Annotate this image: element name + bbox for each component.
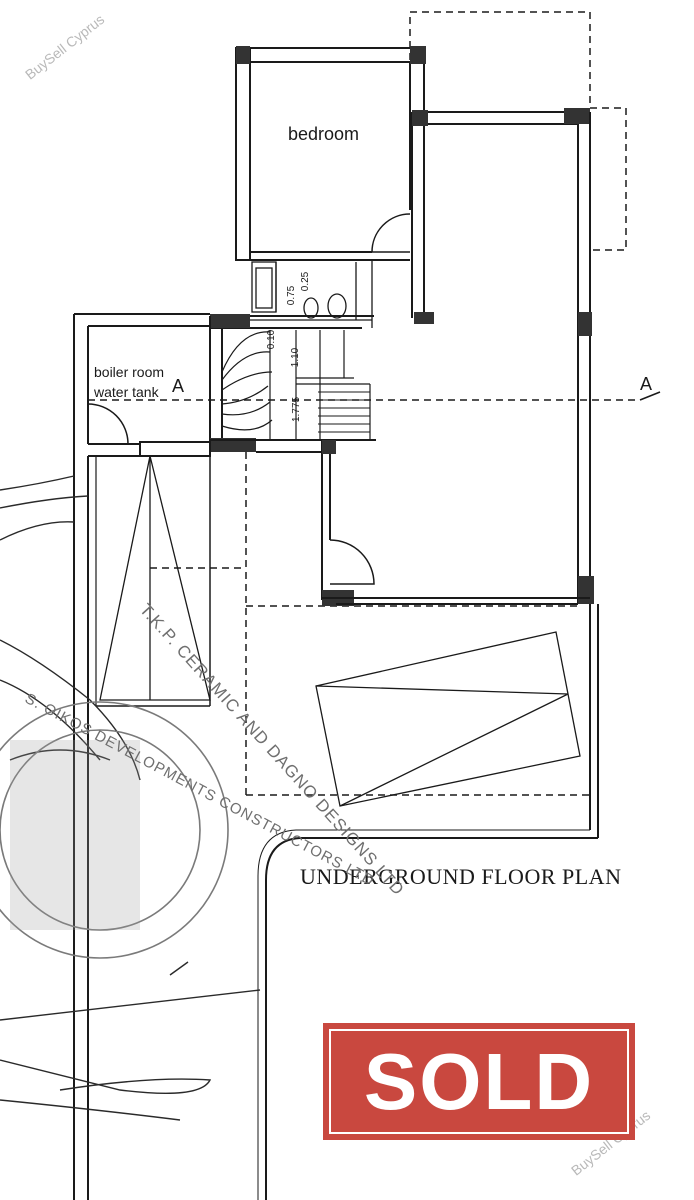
stair-dim-1: 0.10: [266, 329, 278, 350]
ramp-right: [315, 631, 581, 807]
company-stamp: [0, 701, 229, 959]
ramp-left: [99, 455, 211, 701]
sold-badge-frame: SOLD: [329, 1029, 629, 1134]
dashed-corridor: [88, 399, 640, 796]
bath-dim-2: 0.75: [286, 285, 298, 306]
boiler-room-walls: [73, 313, 211, 1200]
section-marker-left: A: [172, 376, 185, 396]
signature-scribbles: [0, 475, 261, 1121]
section-marker-right: A: [640, 374, 653, 394]
bedroom-walls: [235, 46, 426, 261]
stair-dim-3: 1.775: [291, 396, 303, 423]
bathroom-fixtures: [250, 260, 373, 328]
boiler-room-label: boiler room: [94, 364, 165, 380]
staircase: [209, 314, 376, 453]
dashed-outline-balcony: [409, 11, 627, 251]
sold-badge: SOLD: [323, 1023, 635, 1140]
plan-title: UNDERGROUND FLOOR PLAN: [300, 864, 622, 889]
bedroom-label: bedroom: [288, 124, 360, 144]
water-tank-label: water tank: [94, 384, 159, 400]
right-wing-walls: [411, 108, 599, 838]
bath-dim-1: 0.25: [300, 271, 312, 292]
site-boundary: [257, 829, 598, 1200]
section-line: [639, 391, 661, 401]
lower-room-walls: [321, 440, 590, 606]
stair-dim-2: 1.10: [290, 347, 302, 368]
sold-label: SOLD: [363, 1036, 595, 1126]
